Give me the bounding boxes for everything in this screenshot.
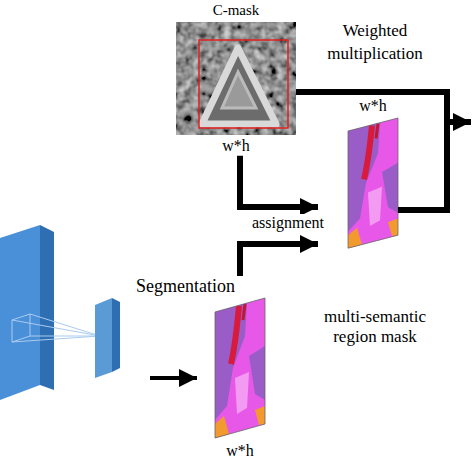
label-holder: Weighted multiplication: [300, 20, 450, 66]
cnn-layer-front: [0, 225, 40, 400]
output-arrow: [447, 119, 471, 125]
node-label: w*h: [170, 137, 302, 155]
cnn-layer-front: [95, 298, 112, 378]
cnn-layer-side: [112, 298, 120, 372]
cnn-layer-side: [40, 225, 54, 390]
flow-connector: [240, 156, 318, 207]
kernel-lines: [12, 314, 100, 342]
mask-node: w*h multi-semantic region mask: [318, 97, 432, 346]
bounding-box: [199, 40, 288, 128]
kernel-window: [12, 314, 30, 342]
node-label: multi-semantic region mask: [318, 307, 432, 346]
node-label: w*h: [215, 442, 265, 460]
merge-line: [296, 92, 447, 210]
mask-node: Segmentation w*h: [98, 276, 270, 460]
c-mask-image: [176, 22, 296, 135]
segmentation-mask-image: [215, 298, 265, 438]
edge-label: assignment: [250, 214, 326, 232]
node-label: w*h: [348, 97, 398, 115]
flow-connector: [240, 244, 318, 276]
multi-semantic-mask-image: [348, 118, 398, 248]
cnn-illustration: [0, 225, 120, 400]
image-texture: [176, 22, 296, 135]
bright-structure: [222, 72, 256, 108]
node-label: Segmentation: [98, 276, 235, 297]
bright-structure: [202, 48, 276, 124]
label-holder: assignment: [250, 214, 326, 232]
node-label: C-mask: [170, 2, 302, 19]
annotation-label: Weighted multiplication: [300, 20, 450, 66]
image-node: C-mask w*h: [170, 2, 302, 156]
flow-arrow: [150, 376, 197, 380]
